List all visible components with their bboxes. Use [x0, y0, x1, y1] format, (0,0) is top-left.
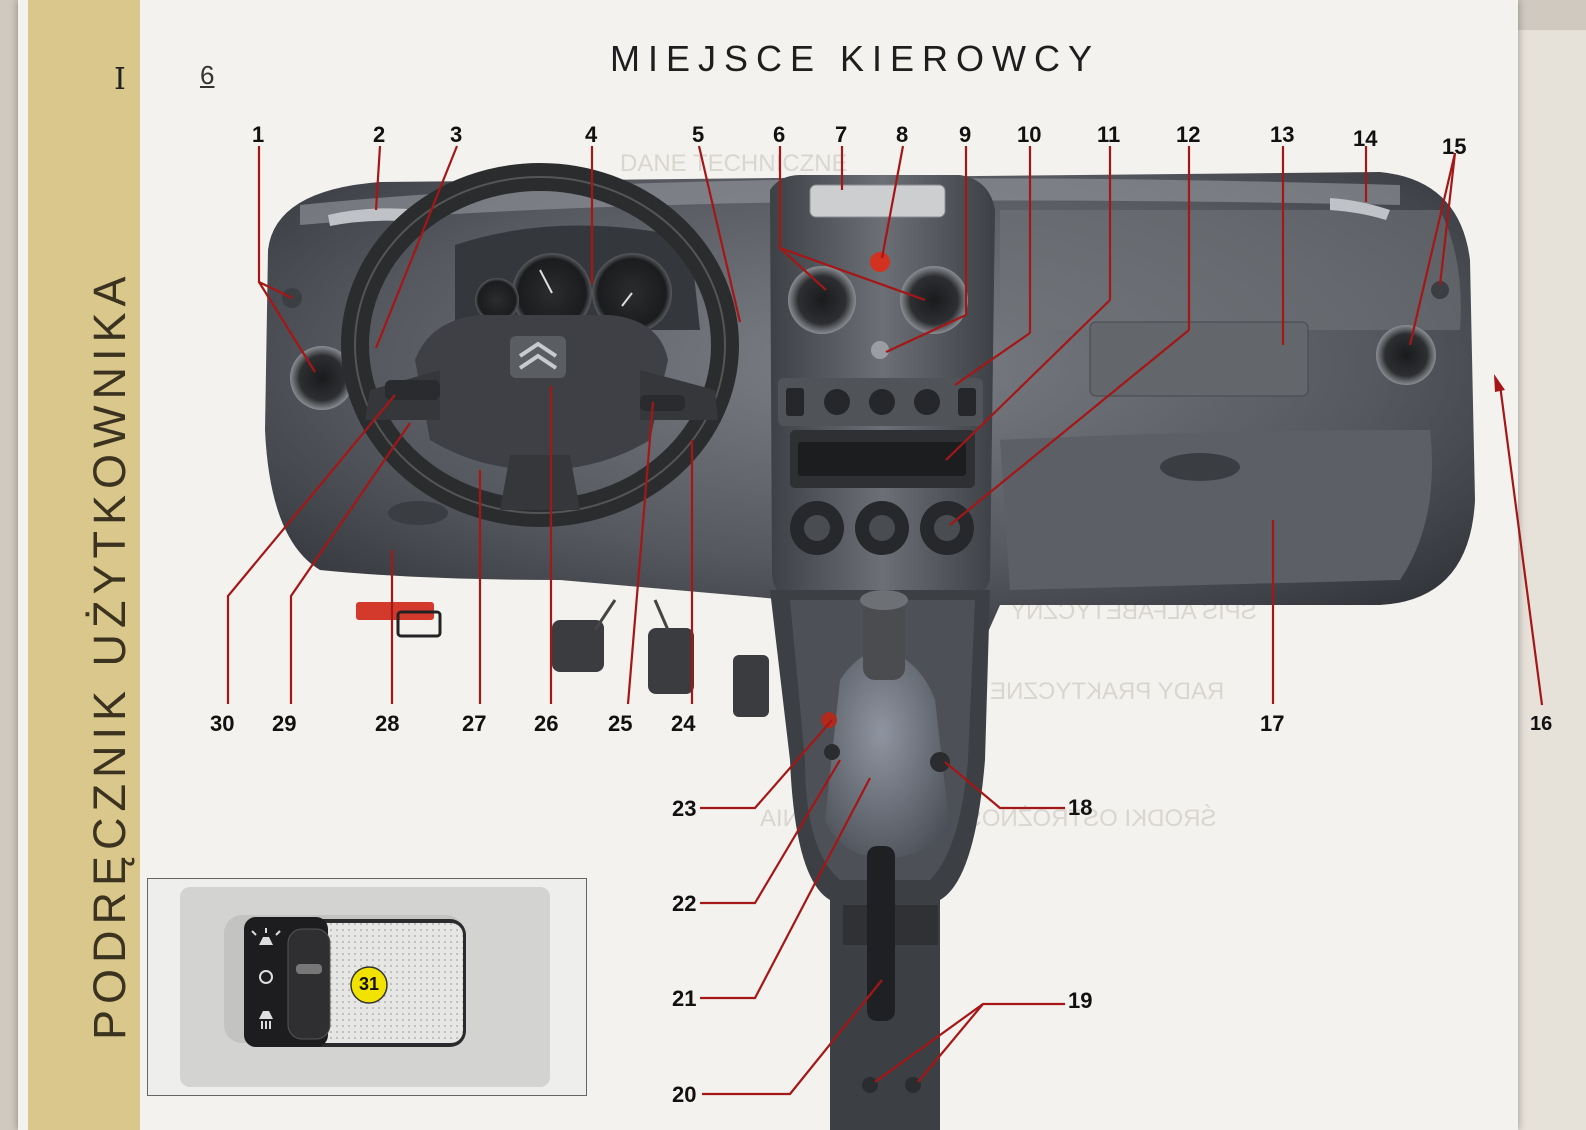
callout-12: 12	[1176, 122, 1201, 147]
door-light-icon	[259, 1011, 273, 1029]
interior-light-inset: 31	[147, 878, 587, 1096]
callout-17: 17	[1260, 711, 1285, 736]
light-on-icon	[251, 928, 281, 945]
callout-5: 5	[692, 122, 705, 147]
callout-2: 2	[373, 122, 386, 147]
callout-24: 24	[671, 711, 696, 736]
callout-8: 8	[896, 122, 909, 147]
page-number: 6	[200, 60, 215, 90]
callout-14: 14	[1353, 126, 1378, 151]
callout-3: 3	[450, 122, 463, 147]
callout-30: 30	[210, 711, 235, 736]
facing-page-edge	[1518, 30, 1586, 1130]
callout-28: 28	[375, 711, 400, 736]
callout-9: 9	[959, 122, 972, 147]
callout-13: 13	[1270, 122, 1295, 147]
callout-16: 16	[1530, 713, 1553, 735]
callout-1: 1	[252, 122, 265, 147]
page-title: MIEJSCE KIEROWCY	[609, 38, 1101, 79]
callout-25: 25	[608, 711, 633, 736]
chapter-spine-band	[28, 0, 140, 1130]
callout-22: 22	[672, 891, 697, 916]
callout-20: 20	[672, 1082, 697, 1107]
callout-27: 27	[462, 711, 487, 736]
callout-19: 19	[1068, 988, 1093, 1013]
callout-23: 23	[672, 796, 697, 821]
bleed-through-text: DANE TECHNICZNE	[620, 150, 848, 177]
callout-11: 11	[1097, 122, 1121, 147]
callout-15: 15	[1442, 134, 1467, 159]
callout-10: 10	[1017, 122, 1042, 147]
callout-26: 26	[534, 711, 559, 736]
light-off-icon	[259, 970, 273, 984]
callout-29: 29	[272, 711, 297, 736]
callout-7: 7	[835, 122, 848, 147]
callout-4: 4	[585, 122, 598, 147]
section-marker: I	[114, 62, 126, 97]
callout-21: 21	[672, 986, 697, 1011]
interior-light-illustration	[180, 887, 550, 1087]
callout-18: 18	[1068, 795, 1093, 820]
callout-6: 6	[773, 122, 786, 147]
callout-31-badge: 31	[358, 974, 380, 994]
